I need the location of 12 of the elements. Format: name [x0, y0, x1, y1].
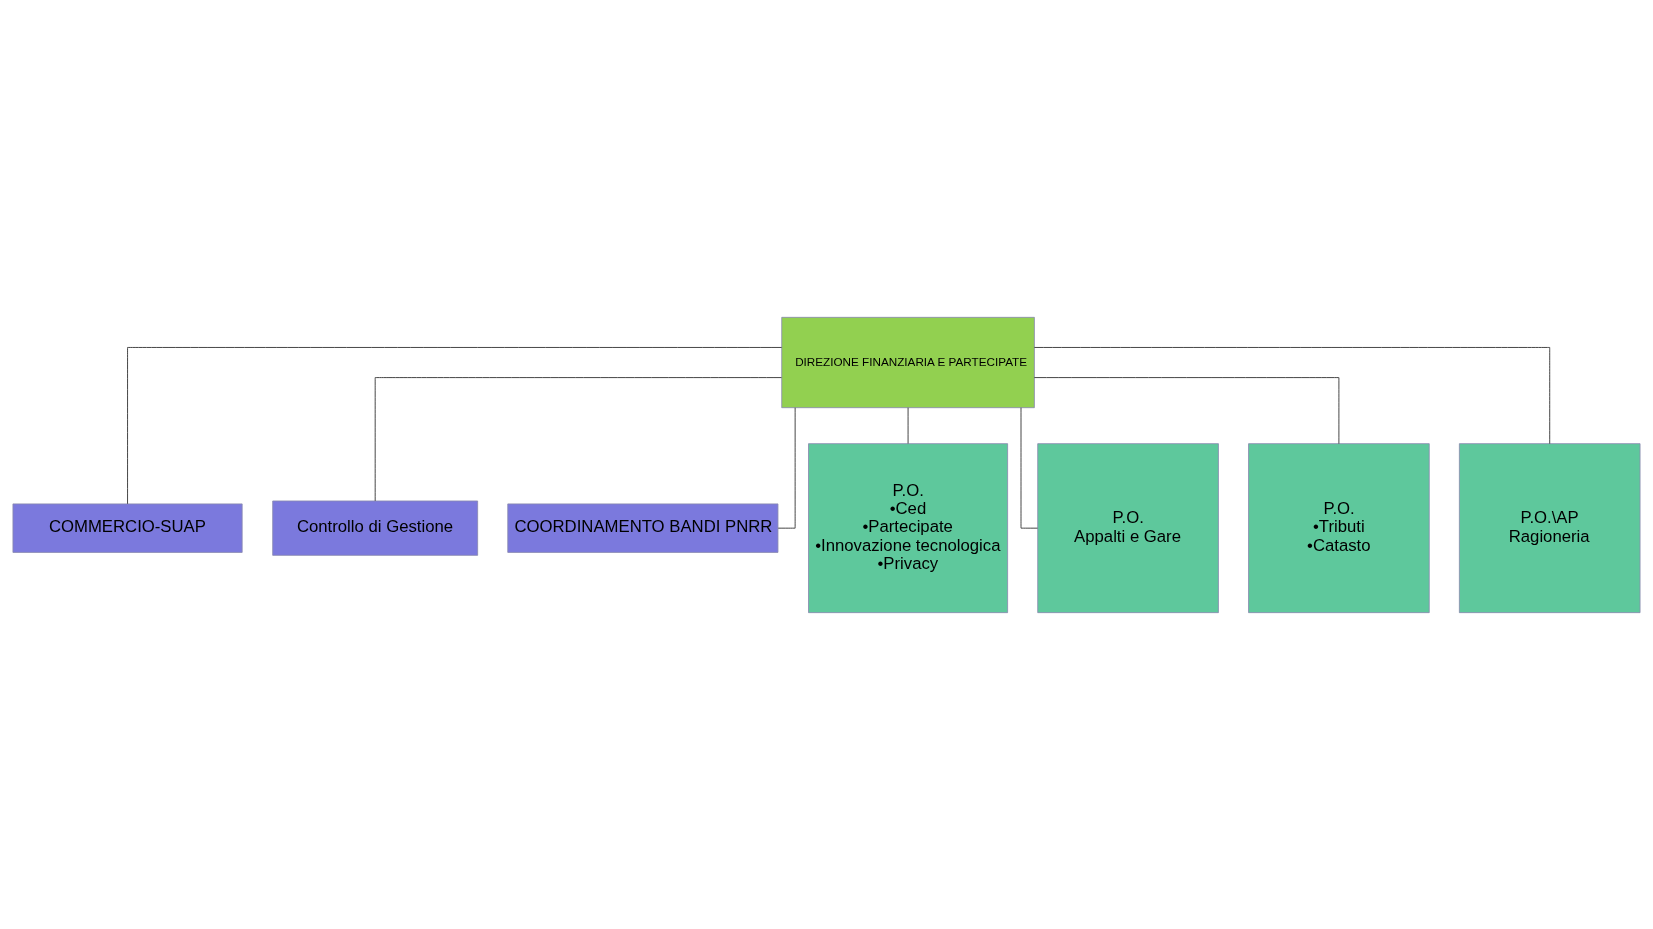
node-box: DIREZIONE FINANZIARIA E PARTECIPATE	[781, 316, 1035, 408]
connector	[374, 376, 782, 501]
node-box: COORDINAMENTO BANDI PNRR	[507, 502, 779, 553]
node-box: P.O. Appalti e Gare	[1037, 442, 1219, 613]
node-box: P.O.\AP Ragioneria	[1458, 442, 1641, 613]
node-box: P.O. •Tributi •Catasto	[1248, 442, 1430, 613]
node-box: Controllo di Gestione	[272, 500, 479, 556]
connector	[1034, 376, 1340, 444]
connector	[127, 346, 782, 504]
node-box: COMMERCIO-SUAP	[12, 502, 243, 553]
node-box: P.O. •Ced •Partecipate •Innovazione tecnologica •Privacy	[808, 442, 1009, 613]
connector	[1034, 346, 1551, 444]
